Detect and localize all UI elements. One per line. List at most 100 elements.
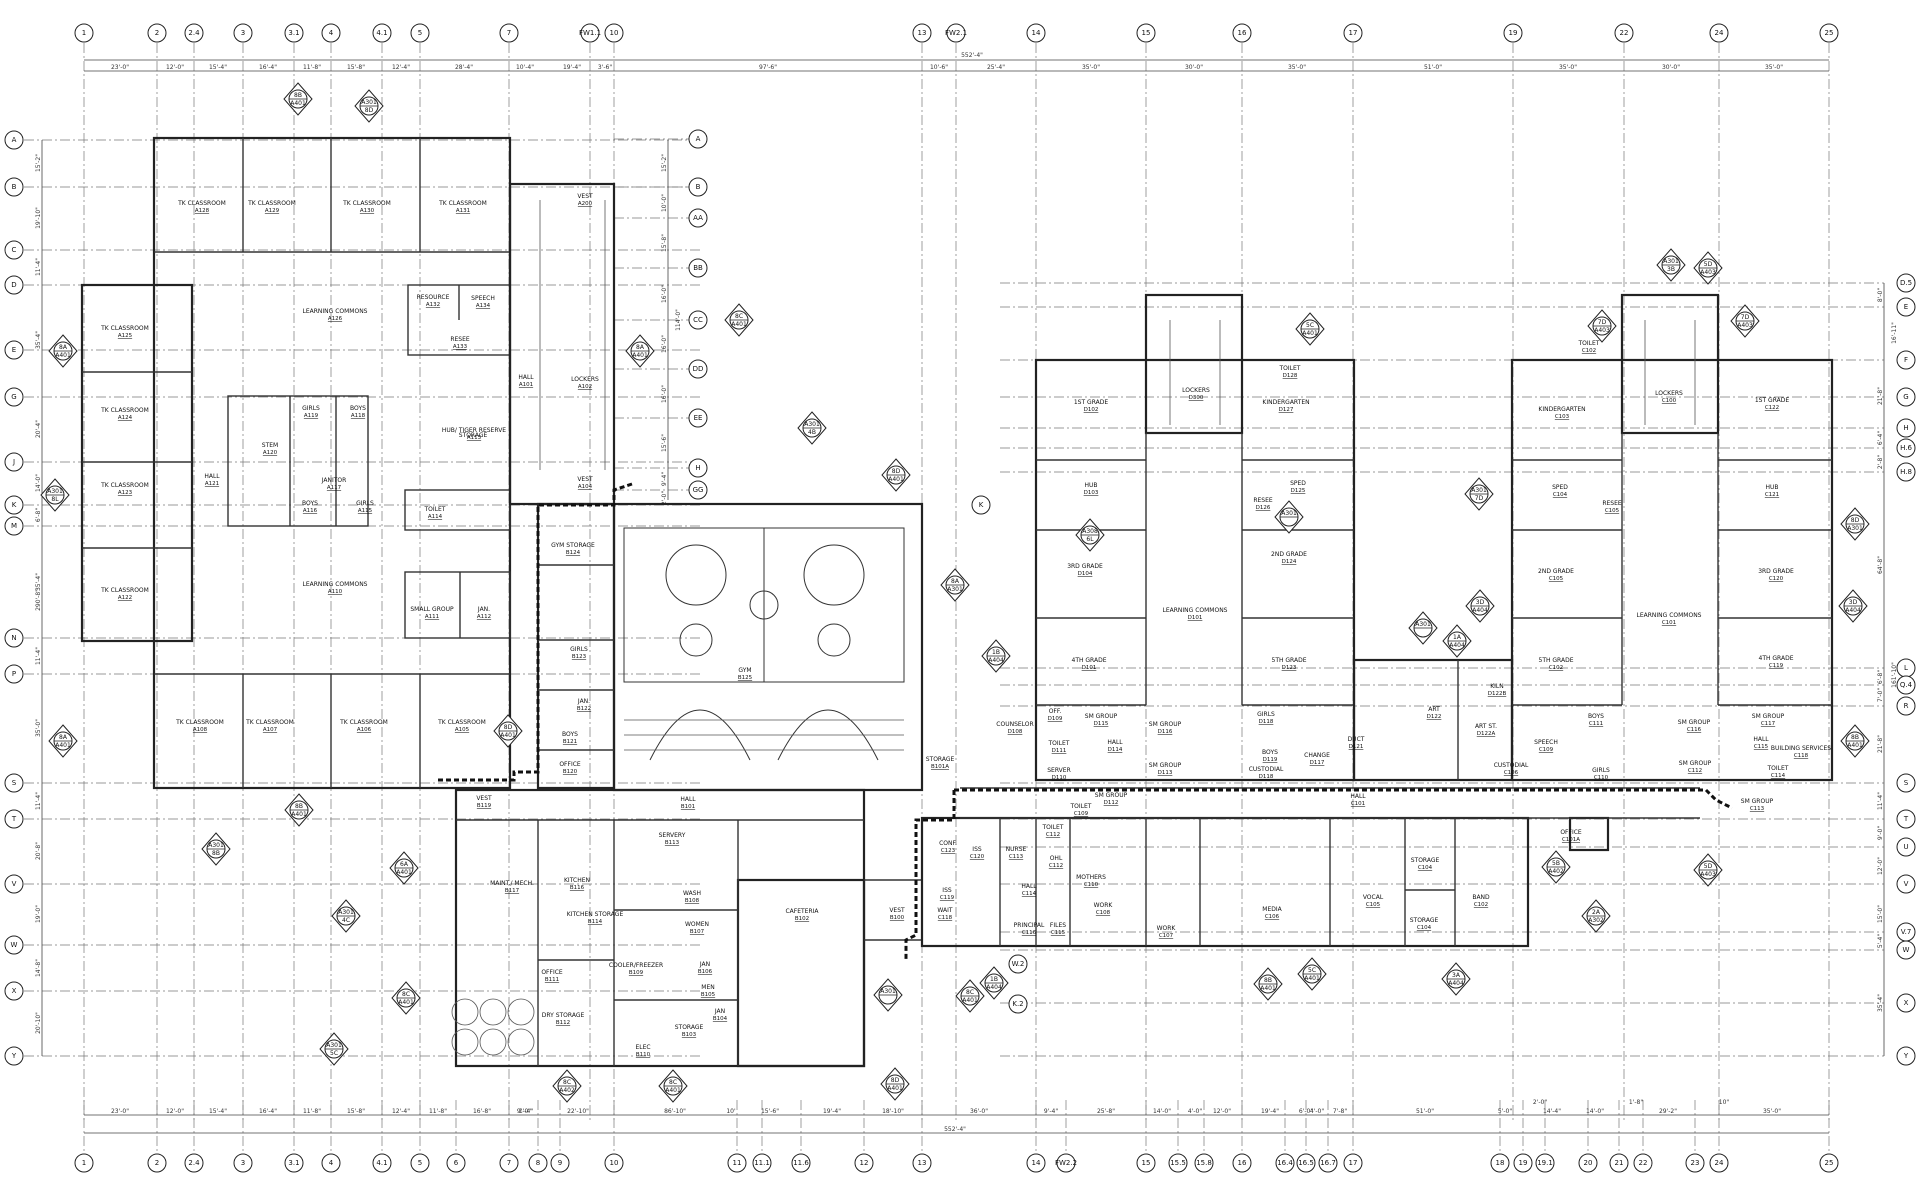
grid-label-right: X [1904, 999, 1909, 1007]
room-number: A124 [118, 415, 133, 421]
section-marker-top: 8A [636, 344, 645, 351]
grid-label-right: H.8 [1900, 468, 1912, 476]
grid-bubble-mid [688, 480, 708, 500]
room-number: C114 [1771, 773, 1786, 779]
room-number: D112 [1104, 800, 1119, 806]
room-name: OFFICE [1560, 829, 1582, 836]
room-name: VEST [889, 907, 905, 914]
room-name: MEN [701, 984, 714, 991]
room-number: D113 [1158, 770, 1173, 776]
room-number: D125 [1291, 488, 1306, 494]
room-name: GIRLS [356, 500, 374, 507]
room-name: ART [1428, 706, 1440, 713]
dim-bottom: 11'-8" [429, 1108, 447, 1115]
section-marker-sheet: A401 [665, 1087, 681, 1094]
room-number: A105 [455, 727, 470, 733]
section-marker-top: 8D [1851, 517, 1860, 524]
grid-label-top: 22 [1620, 29, 1629, 37]
section-marker-sheet: 8L [51, 496, 59, 503]
section-marker-top: A301 [361, 99, 377, 106]
section-marker-sheet: A401 [1304, 975, 1320, 982]
section-marker: A301 [1274, 500, 1304, 534]
room-name: STORAGE [459, 432, 488, 439]
grid-bubble-top [147, 23, 167, 43]
room-number: C105 [1366, 902, 1381, 908]
room-name: RESEE [1253, 497, 1273, 504]
section-marker-top: 5D [1704, 863, 1713, 870]
section-marker-sheet: A404 [1449, 642, 1465, 649]
room-name: DUCT [1348, 736, 1365, 743]
room-number: C109 [1539, 747, 1554, 753]
room-number: B105 [701, 992, 716, 998]
dim-left: 11'-4" [35, 258, 42, 276]
room-number: C111 [1589, 721, 1603, 727]
room-number: D123 [1282, 665, 1297, 671]
section-marker-top: 5C [1308, 967, 1316, 974]
grid-label-right: F [1904, 356, 1908, 364]
room-number: C118 [1794, 753, 1809, 759]
section-marker-sheet: A401 [291, 811, 307, 818]
dim-bottom: 14'-0" [1586, 1108, 1604, 1115]
grid-bubble-top [499, 23, 519, 43]
room-name: LOCKERS [571, 376, 599, 383]
grid-label-top: 13 [918, 29, 927, 37]
grid-bubble-left [4, 773, 24, 793]
dim-bottom: 12'-0" [166, 1108, 184, 1115]
grid-bubble-bottom [550, 1153, 570, 1173]
grid-bubble-top [1136, 23, 1156, 43]
dim-bottom: 11'-8" [303, 1108, 321, 1115]
section-marker-sheet: A402 [1548, 868, 1564, 875]
room-name: 4TH GRADE [1759, 655, 1794, 662]
grid-bubble-right [1896, 940, 1916, 960]
dim-top: 25'-4" [987, 64, 1005, 71]
dim-left: 19'-0" [35, 905, 42, 923]
dim-top: 10'-6" [930, 64, 948, 71]
room-name: JAN [699, 961, 710, 968]
grid-bubble-bottom [1633, 1153, 1653, 1173]
grid-label-top: FW1.1 [579, 29, 601, 37]
room-name: 5TH GRADE [1272, 657, 1307, 664]
dim-left: 14'-0" [35, 474, 42, 492]
dim-left: 35'-4" [35, 331, 42, 349]
grid-label-bottom: 21 [1615, 1159, 1624, 1167]
dim-bottom: 19'-4" [1261, 1108, 1279, 1115]
grid-label-left: A [12, 136, 17, 144]
grid-bubble-right [1896, 273, 1916, 293]
room-name: CHANGE [1304, 752, 1330, 759]
dim-bottom: 51'-0" [1416, 1108, 1434, 1115]
room-number: C122 [1765, 405, 1779, 411]
grid-label-top: 16 [1238, 29, 1247, 37]
grid-bubble-mid [688, 129, 708, 149]
room-name: RESEE [450, 336, 470, 343]
room-name: SM GROUP [1679, 760, 1712, 767]
grid-label-top: 15 [1142, 29, 1151, 37]
grid-label-bottom: 16 [1238, 1159, 1247, 1167]
room-number: C106 [1504, 770, 1519, 776]
grid-label-mid: AA [693, 214, 703, 222]
room-name: VEST [577, 476, 593, 483]
room-number: D102 [1084, 407, 1099, 413]
grid-bubble-left [4, 275, 24, 295]
lockers-c-block [1620, 293, 1720, 435]
dim-right: 21'-8" [1877, 387, 1884, 405]
section-marker-sheet: 4B [808, 429, 816, 436]
grid-bubble-bottom [1343, 1153, 1363, 1173]
room-name: LOCKERS [1655, 390, 1683, 397]
section-marker-top: 1B [990, 976, 998, 983]
room-number: C120 [1769, 576, 1784, 582]
room-number: D300 [1189, 395, 1204, 401]
room-number: C102 [1549, 665, 1563, 671]
grid-label-top: FW2.1 [945, 29, 967, 37]
grid-label-top: 3 [241, 29, 245, 37]
room-number: D101 [1082, 665, 1097, 671]
dim-right: 161'-10" [1891, 662, 1898, 688]
grid-bubble-right [1896, 438, 1916, 458]
